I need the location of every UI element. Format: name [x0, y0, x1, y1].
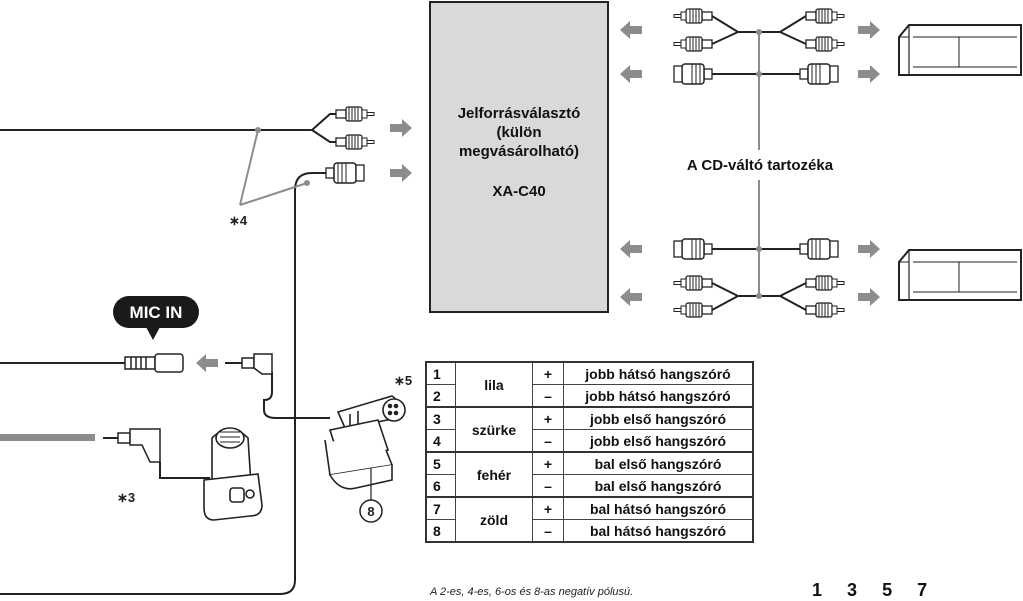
- wire-color: lila: [455, 361, 533, 408]
- mic-in-badge: MIC IN: [113, 296, 199, 340]
- microphone-clip: [324, 395, 406, 490]
- pin-numbers: 1 3 5 7: [812, 580, 947, 601]
- din-plug-bottom-left: [673, 238, 713, 260]
- arrow-input-1: [390, 119, 412, 137]
- arrow-bottom-left-1: [620, 240, 642, 258]
- polarity-sign: +: [532, 361, 564, 385]
- cd-changer-top: [898, 24, 1022, 76]
- bracket-joint-3: [756, 246, 762, 252]
- wire-number: 6: [425, 474, 456, 498]
- wire-number: 3: [425, 406, 456, 430]
- rca-plug-top-right-2: [805, 36, 845, 52]
- arrow-input-2: [390, 164, 412, 182]
- speaker-description: bal első hangszóró: [563, 474, 754, 498]
- callout-circle8: 8: [367, 504, 374, 519]
- speaker-description: jobb első hangszóró: [563, 406, 754, 430]
- wire-number: 8: [425, 519, 456, 543]
- arrow-top-right-1: [858, 21, 880, 39]
- rca-plug-bottom-right-1: [805, 275, 845, 291]
- arrow-top-left-2: [620, 65, 642, 83]
- wire-number: 7: [425, 496, 456, 520]
- callout-ast3: ∗3: [117, 490, 135, 505]
- mic-plug: [225, 353, 273, 375]
- din-plug-bottom-right: [799, 238, 839, 260]
- polarity-sign: –: [532, 519, 564, 543]
- rca-plug-input-2: [335, 134, 375, 150]
- wire-number: 1: [425, 361, 456, 385]
- wire-color: szürke: [455, 406, 533, 453]
- speaker-description: bal hátsó hangszóró: [563, 496, 754, 520]
- selector-title-line3: megvásárolható): [459, 143, 579, 160]
- selector-box: [429, 1, 609, 313]
- din-plug-top-left: [673, 63, 713, 85]
- speaker-description: bal hátsó hangszóró: [563, 519, 754, 543]
- rca-plug-top-right-1: [805, 8, 845, 24]
- arrow-bottom-right-1: [858, 240, 880, 258]
- pin-number: 1: [812, 580, 823, 600]
- small-jack-plug: [103, 428, 161, 463]
- wire-number: 5: [425, 451, 456, 475]
- arrow-top-left-1: [620, 21, 642, 39]
- remote-unit: [203, 427, 263, 521]
- ast4-joint-top: [255, 127, 261, 133]
- arrow-bottom-right-2: [858, 288, 880, 306]
- negative-polarity-footnote: A 2-es, 4-es, 6-os és 8-as negatív pólus…: [430, 586, 634, 598]
- polarity-sign: –: [532, 384, 564, 408]
- pin-number: 5: [882, 580, 893, 600]
- cd-changer-bottom: [898, 249, 1022, 301]
- din-plug-input: [325, 162, 365, 184]
- speaker-description: jobb hátsó hangszóró: [563, 361, 754, 385]
- rca-plug-top-left-1: [673, 8, 713, 24]
- bracket-joint-1: [756, 29, 762, 35]
- pin-number: 3: [847, 580, 858, 600]
- rca-plug-top-left-2: [673, 36, 713, 52]
- cd-accessory-label: A CD-váltó tartozéka: [687, 157, 834, 174]
- speaker-description: jobb első hangszóró: [563, 429, 754, 453]
- pin-number: 7: [917, 580, 928, 600]
- rca-plug-bottom-left-2: [673, 302, 713, 318]
- callout-ast5: ∗5: [394, 373, 412, 388]
- arrow-mic-in: [196, 354, 218, 372]
- polarity-sign: +: [532, 406, 564, 430]
- wire-color: zöld: [455, 496, 533, 543]
- bracket-joint-4: [756, 293, 762, 299]
- ast4-pointer: [239, 129, 308, 206]
- rca-plug-bottom-right-2: [805, 302, 845, 318]
- arrow-top-right-2: [858, 65, 880, 83]
- wire-color: fehér: [455, 451, 533, 498]
- mic-in-jack: [124, 353, 184, 373]
- speaker-description: bal első hangszóró: [563, 451, 754, 475]
- table-row: 8 –bal hátsó hangszóró: [425, 519, 754, 543]
- rca-plug-input-1: [335, 106, 375, 122]
- selector-model: XA-C40: [492, 183, 545, 200]
- circle8-outline: [359, 499, 383, 523]
- polarity-sign: –: [532, 474, 564, 498]
- polarity-sign: +: [532, 496, 564, 520]
- arrow-bottom-left-2: [620, 288, 642, 306]
- din-plug-top-right: [799, 63, 839, 85]
- ast4-joint-bottom: [304, 180, 310, 186]
- callout-ast4: ∗4: [229, 213, 248, 228]
- selector-title-line1: Jelforrásválasztó: [458, 105, 581, 122]
- selector-title-line2: (külön: [497, 124, 542, 141]
- speaker-description: jobb hátsó hangszóró: [563, 384, 754, 408]
- wire-number: 2: [425, 384, 456, 408]
- polarity-sign: –: [532, 429, 564, 453]
- svg-text:MIC IN: MIC IN: [130, 303, 183, 322]
- polarity-sign: +: [532, 451, 564, 475]
- gray-cable: [0, 434, 95, 441]
- rca-plug-bottom-left-1: [673, 275, 713, 291]
- bracket-joint-2: [756, 71, 762, 77]
- wire-number: 4: [425, 429, 456, 453]
